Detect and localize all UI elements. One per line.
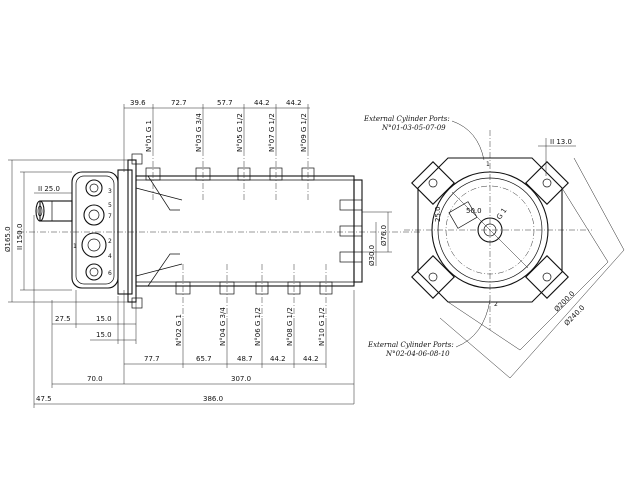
flange-step-label: 15.0 <box>96 331 112 339</box>
manifold-port-label: 7 <box>108 213 112 220</box>
top-port-label: N°01 G 1 <box>145 120 153 152</box>
bottom-port-label: N°04 G 3/4 <box>219 307 227 346</box>
total-length-label: 386.0 <box>203 395 223 403</box>
port-number-1: 1 <box>486 161 490 168</box>
top-dimension-chain <box>123 104 310 172</box>
diameter-240-label: Ø240.0 <box>563 304 587 328</box>
flat-13-dim <box>538 138 576 176</box>
note-bottom-leader <box>455 299 491 348</box>
right-vertical-dims <box>362 211 392 266</box>
bottom-port-label: N°06 G 1/2 <box>254 307 262 346</box>
manifold-port-label: 5 <box>108 202 112 209</box>
end-thread-label: G 1 <box>495 207 508 222</box>
manifold-port-label: 1 <box>73 243 77 250</box>
port-number-2: 2 <box>494 301 498 308</box>
top-dim-label: 57.7 <box>217 99 233 107</box>
bottom-dim-label: 44.2 <box>303 355 319 363</box>
top-port-label: N°05 G 1/2 <box>236 113 244 152</box>
end-offset-label: 25.0 <box>434 206 442 222</box>
diameter-200-label: Ø200.0 <box>553 290 577 314</box>
body-diameter-label: Ø165.0 <box>4 226 12 252</box>
bottom-dim-label: 44.2 <box>270 355 286 363</box>
flange <box>117 153 143 309</box>
manifold-offset-label: 27.5 <box>55 315 71 323</box>
overall-dimension-lines <box>33 215 354 408</box>
manifold-port-label: 3 <box>108 188 112 195</box>
bottom-dim-label: 65.7 <box>196 355 212 363</box>
bottom-dim-label: 77.7 <box>144 355 160 363</box>
flange-width-label: 15.0 <box>96 315 112 323</box>
bottom-port-label: N°02 G 1 <box>175 314 183 346</box>
top-dim-label: 44.2 <box>286 99 302 107</box>
cylinder-body <box>135 150 363 318</box>
bottom-port-label: N°08 G 1/2 <box>286 307 294 346</box>
left-vertical-dims <box>8 159 128 303</box>
manifold-port-label: 2 <box>108 238 112 245</box>
manifold-port-label: 6 <box>108 270 112 277</box>
manifold-height-label: II 150.0 <box>16 224 24 250</box>
shaft-flat-label: II 25.0 <box>38 185 60 193</box>
top-dim-label: 39.6 <box>130 99 146 107</box>
manifold-block <box>71 171 119 289</box>
shaft-stub <box>35 200 73 222</box>
bottom-port-label: N°10 G 1/2 <box>318 307 326 346</box>
end-diameter-label: Ø76.0 <box>380 225 388 246</box>
top-dim-label: 44.2 <box>254 99 270 107</box>
diagonal-diameter-dims <box>439 157 625 379</box>
shaft-length-label: 47.5 <box>36 395 52 403</box>
top-port-label: N°07 G 1/2 <box>268 113 276 152</box>
flange-offset-label: 70.0 <box>87 375 103 383</box>
end-view-flange <box>411 157 569 303</box>
bottom-dimension-chain <box>123 290 355 404</box>
note-bottom-title: External Cylinder Ports: <box>367 341 454 349</box>
end-pcd-label: 50.0 <box>466 207 482 215</box>
overall-length-label: 307.0 <box>231 375 251 383</box>
pilot-diameter-label: Ø30.0 <box>368 245 376 266</box>
flat-13-label: II 13.0 <box>550 138 572 146</box>
note-top-ports: N°01-03-05-07-09 <box>381 124 446 132</box>
note-top-title: External Cylinder Ports: <box>363 115 450 123</box>
manifold-port-label: 4 <box>108 253 112 260</box>
note-top-leader <box>451 120 485 161</box>
top-port-label: N°09 G 1/2 <box>300 113 308 152</box>
note-bottom-ports: N°02-04-06-08-10 <box>385 350 450 358</box>
bottom-dim-label: 48.7 <box>237 355 253 363</box>
top-dim-label: 72.7 <box>171 99 187 107</box>
top-port-label: N°03 G 3/4 <box>195 113 203 152</box>
